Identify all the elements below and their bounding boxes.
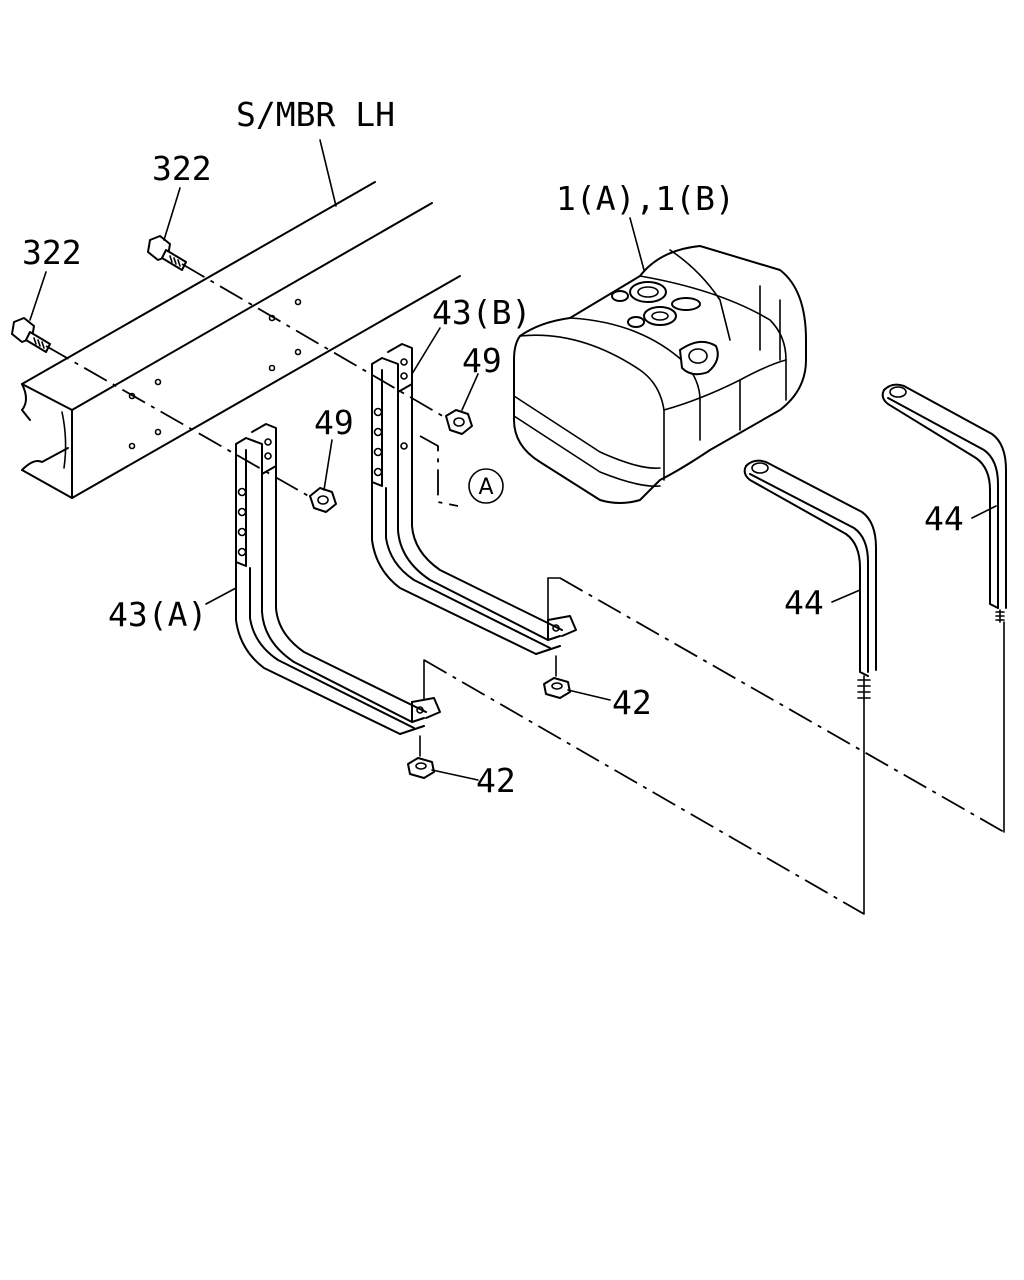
side-member-rail xyxy=(21,181,461,499)
nut-49-left-label: 49 xyxy=(314,403,354,442)
nut-42-right-label: 42 xyxy=(612,683,652,722)
tank-label: 1(A),1(B) xyxy=(556,179,735,218)
leader-lines xyxy=(29,139,997,781)
bolt-322-lower-label: 322 xyxy=(22,233,82,272)
nut-49-left xyxy=(309,487,337,513)
nut-42-left xyxy=(407,757,435,779)
side-member-label: S/MBR LH xyxy=(236,95,395,134)
bracket-43b-label: 43(B) xyxy=(432,293,531,332)
strap-44-left-label: 44 xyxy=(784,583,824,622)
nut-49-right xyxy=(445,409,473,435)
strap-44-left xyxy=(743,459,877,701)
bracket-43b xyxy=(371,343,577,655)
bracket-43a xyxy=(235,423,441,735)
strap-44-right-label: 44 xyxy=(924,499,964,538)
nut-42-right xyxy=(543,677,571,699)
nut-42-left-label: 42 xyxy=(476,761,516,800)
fuel-tank xyxy=(513,245,807,504)
strap-44-right xyxy=(881,383,1007,623)
nut-49-right-label: 49 xyxy=(462,341,502,380)
bolt-322-lower xyxy=(11,317,51,353)
bracket-43a-label: 43(A) xyxy=(108,595,207,634)
bolt-322-upper-label: 322 xyxy=(152,149,212,188)
assembly-lines xyxy=(45,263,1005,915)
bolt-322-upper xyxy=(147,235,187,271)
reference-circle-a-label: A xyxy=(478,475,493,500)
reference-circle-a: A xyxy=(468,468,504,504)
